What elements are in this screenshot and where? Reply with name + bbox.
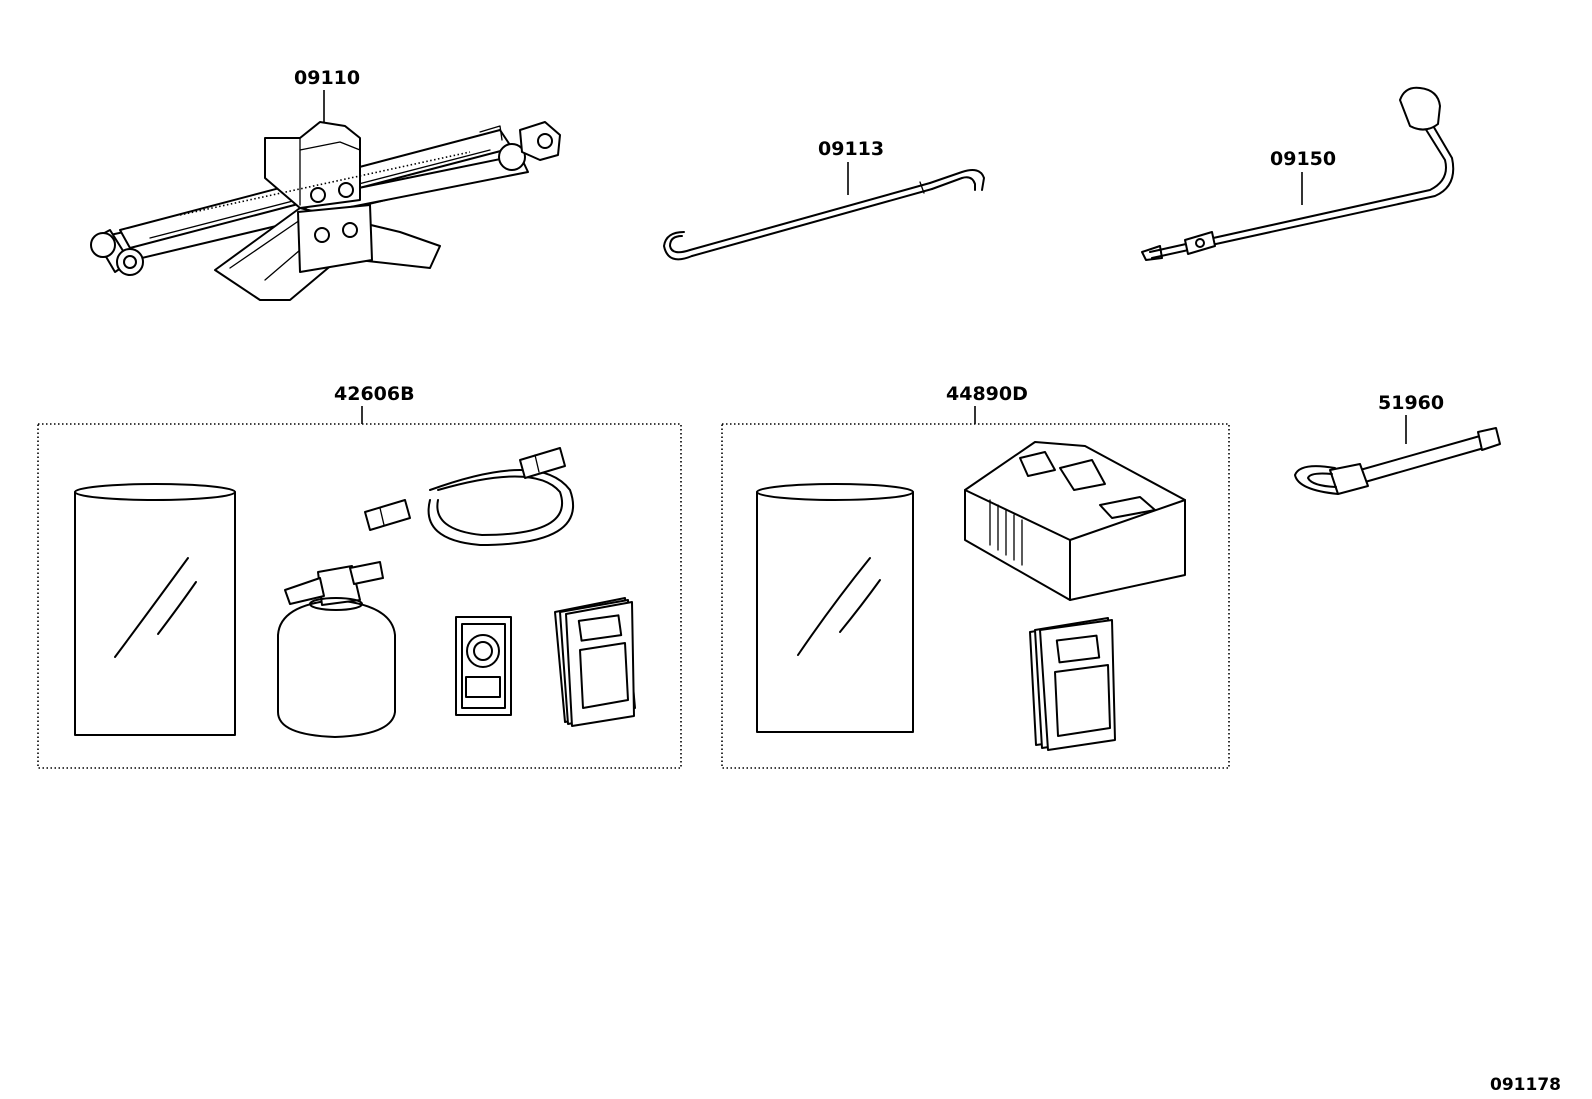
sealant-bottle-icon (277, 561, 396, 738)
manual-icon (554, 597, 636, 727)
label-09150-group: 09150 (1270, 148, 1336, 205)
part-label-42606B: 42606B (334, 383, 415, 405)
bag-icon (756, 483, 914, 733)
tire-repair-kit-icon (74, 447, 636, 738)
compressor-icon (964, 441, 1186, 601)
towing-eye-icon (1294, 427, 1501, 495)
label-42606B-group: 42606B (334, 383, 415, 424)
hose-icon (364, 447, 575, 546)
manual-icon (1029, 617, 1116, 751)
part-label-51960: 51960 (1378, 392, 1444, 414)
compressor-kit-icon (756, 441, 1186, 751)
bag-icon (74, 483, 236, 736)
label-51960-group: 51960 (1378, 392, 1444, 444)
speed-sticker-icon (455, 616, 512, 716)
figure-number: 091178 (1490, 1075, 1561, 1095)
kit-42606B-frame (37, 423, 682, 769)
kit-44890D-frame (721, 423, 1230, 769)
lug-wrench-icon (1141, 86, 1455, 261)
label-09110-group: 09110 (294, 67, 360, 128)
part-label-09110: 09110 (294, 67, 360, 89)
part-label-09150: 09150 (1270, 148, 1336, 170)
label-44890D-group: 44890D (946, 383, 1028, 424)
jack-handle-icon (663, 169, 985, 261)
part-label-09113: 09113 (818, 138, 884, 160)
label-09113-group: 09113 (818, 138, 884, 195)
part-label-44890D: 44890D (946, 383, 1028, 405)
scissor-jack-icon (90, 121, 561, 301)
